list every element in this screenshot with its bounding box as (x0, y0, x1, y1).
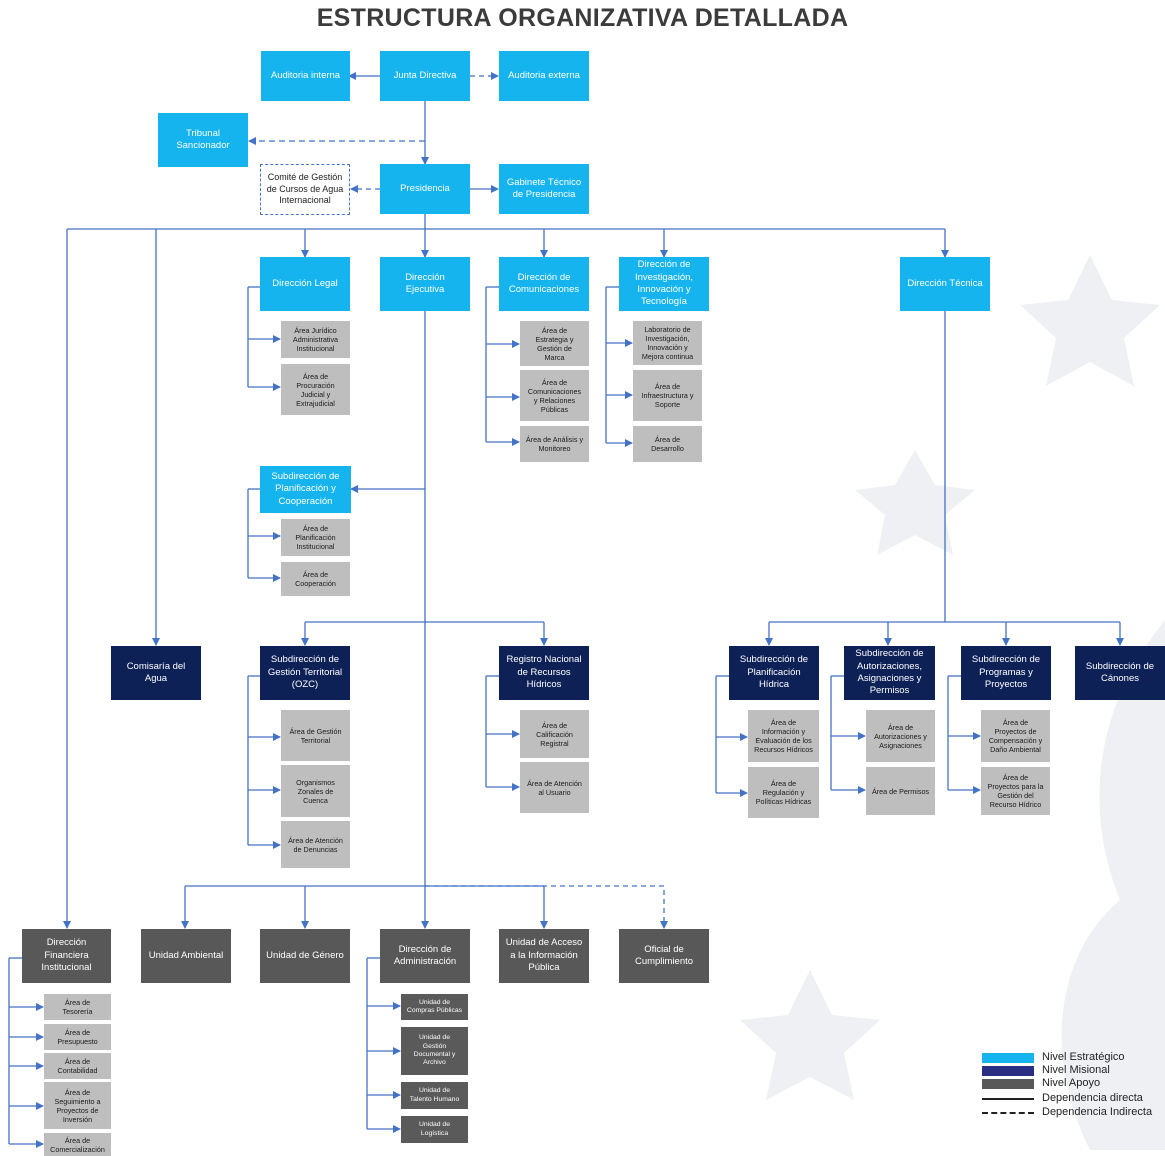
tribunal-sancionador-box: Tribunal Sancionador (158, 113, 248, 167)
subdireccion-canones-box: Subdirección de Cánones (1075, 646, 1165, 700)
direccion-comunicaciones-box: Dirección de Comunicaciones (499, 257, 589, 311)
area-planificacion-institucional: Área de Planificación Institucional (281, 519, 350, 556)
area-juridico-administrativa: Área Jurídico Administrativa Institucion… (281, 321, 350, 358)
star-watermark-1 (1020, 255, 1160, 386)
unidad-ambiental-box: Unidad Ambiental (141, 929, 231, 983)
area-comunicaciones-relaciones: Área de Comunicaciones y Relaciones Públ… (520, 370, 589, 421)
organismos-zonales: Organismos Zonales de Cuenca (281, 765, 350, 817)
legend-directa: Dependencia directa (982, 1093, 1143, 1104)
subdireccion-planificacion-hidrica-box: Subdirección de Planificación Hídrica (729, 646, 819, 700)
area-proyectos-gestion: Área de Proyectos para la Gestión del Re… (981, 767, 1050, 815)
area-atencion-denuncias: Área de Atención de Denuncias (281, 821, 350, 868)
subdireccion-territorial-box: Subdirección de Gestión Territorial (OZC… (260, 646, 350, 700)
legend-apoyo: Nivel Apoyo (982, 1078, 1100, 1089)
oficial-cumplimiento-box: Oficial de Cumplimiento (619, 929, 709, 983)
area-cooperacion: Área de Cooperación (281, 562, 350, 596)
registro-nacional-box: Registro Nacional de Recursos Hídricos (499, 646, 589, 700)
direccion-financiera-box: Dirección Financiera Institucional (22, 929, 111, 983)
area-informacion-evaluacion: Área de Información y Evaluación de los … (748, 710, 819, 762)
direccion-ejecutiva-box: Dirección Ejecutiva (380, 257, 470, 311)
comisaria-agua-box: Comisaría del Agua (111, 646, 201, 700)
legend-label-indirecta: Dependencia Indirecta (1042, 1106, 1153, 1118)
area-gestion-territorial: Área de Gestión Territorial (281, 710, 350, 761)
area-estrategia-marca: Área de Estrategia y Gestión de Marca (520, 321, 589, 366)
area-seguimiento-proyectos: Área de Seguimiento a Proyectos de Inver… (44, 1082, 111, 1129)
auditoria-externa-box: Auditoria externa (499, 51, 589, 101)
area-proyectos-compensacion: Área de Proyectos de Compensación y Daño… (981, 710, 1050, 762)
gabinete-tecnico-box: Gabinete Técnico de Presidencia (499, 164, 589, 214)
legend-label-estrategico: Nivel Estratégico (1042, 1051, 1125, 1063)
area-presupuesto: Área de Presupuesto (44, 1024, 111, 1050)
direccion-legal-box: Dirección Legal (260, 257, 350, 311)
page-title: ESTRUCTURA ORGANIZATIVA DETALLADA (316, 4, 849, 32)
legend-label-misional: Nivel Misional (1042, 1064, 1110, 1076)
comite-gestion-box: Comité de Gestión de Cursos de Agua Inte… (260, 164, 350, 215)
unidad-gestion-documental: Unidad de Gestión Documental y Archivo (401, 1027, 468, 1075)
legend-line-directa (982, 1097, 1034, 1100)
area-analisis-monitoreo: Área de Análisis y Monitoreo (520, 426, 589, 462)
unidad-talento-humano: Unidad de Talento Humano (401, 1082, 468, 1109)
unidad-compras-publicas: Unidad de Compras Públicas (401, 994, 468, 1020)
junta-directiva-box: Junta Directiva (380, 51, 470, 101)
subdireccion-autorizaciones-box: Subdirección de Autorizaciones, Asignaci… (844, 646, 935, 700)
legend-swatch-misional (982, 1065, 1034, 1076)
unidad-acceso-informacion-box: Unidad de Acceso a la Información Públic… (499, 929, 589, 983)
area-tesoreria: Área de Tesorería (44, 994, 111, 1020)
direccion-tecnica-box: Dirección Técnica (900, 257, 990, 311)
star-watermark-3 (740, 970, 880, 1100)
laboratorio-investigacion: Laboratorio de Investigación, Innovación… (633, 321, 702, 365)
direccion-administracion-box: Dirección de Administración (380, 929, 470, 983)
legend-label-directa: Dependencia directa (1042, 1092, 1143, 1104)
auditoria-interna-box: Auditoria interna (261, 51, 350, 101)
direccion-investigacion-box: Dirección de Investigación, Innovación y… (619, 257, 709, 311)
leaf-watermark (1061, 620, 1165, 1150)
legend-estrategico: Nivel Estratégico (982, 1052, 1125, 1063)
area-infraestructura-soporte: Área de Infraestructura y Soporte (633, 370, 702, 421)
unidad-logistica: Unidad de Logística (401, 1116, 468, 1143)
area-desarrollo: Área de Desarrollo (633, 426, 702, 462)
area-regulacion-politicas: Área de Regulación y Políticas Hídricas (748, 767, 819, 818)
area-autorizaciones-asignaciones: Área de Autorizaciones y Asignaciones (866, 710, 935, 762)
area-procuracion-judicial: Área de Procuración Judicial y Extrajudi… (281, 364, 350, 415)
legend-swatch-estrategico (982, 1052, 1034, 1063)
legend-swatch-apoyo (982, 1078, 1034, 1089)
area-atencion-usuario: Área de Atención al Usuario (520, 762, 589, 813)
legend-line-indirecta (982, 1111, 1034, 1114)
unidad-genero-box: Unidad de Género (260, 929, 350, 983)
presidencia-box: Presidencia (380, 164, 470, 214)
subdireccion-programas-box: Subdirección de Programas y Proyectos (961, 646, 1051, 700)
area-permisos: Área de Permisos (866, 767, 935, 815)
area-comercializacion: Área de Comercialización (44, 1133, 111, 1156)
area-contabilidad: Área de Contabilidad (44, 1053, 111, 1079)
legend-misional: Nivel Misional (982, 1065, 1110, 1076)
legend-label-apoyo: Nivel Apoyo (1042, 1077, 1101, 1089)
area-calificacion-registral: Área de Calificación Registral (520, 710, 589, 758)
legend-indirecta: Dependencia Indirecta (982, 1107, 1152, 1118)
subdireccion-planificacion-box: Subdirección de Planificación y Cooperac… (260, 466, 351, 513)
